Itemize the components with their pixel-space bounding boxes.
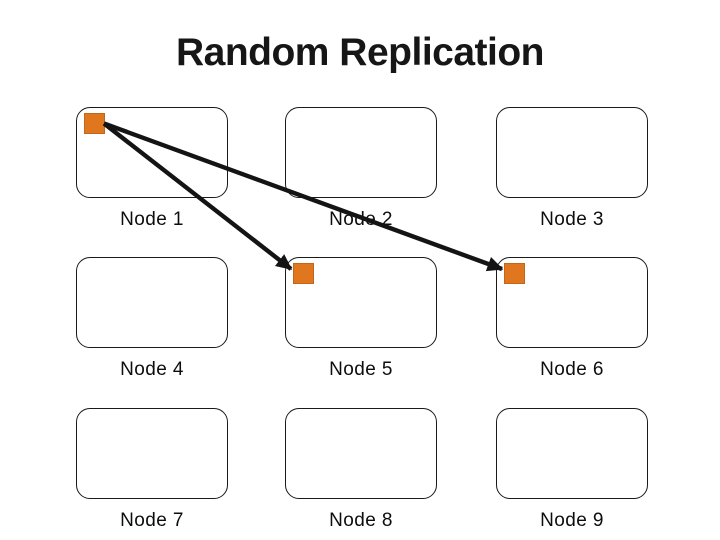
node-7-label: Node 7 (120, 510, 184, 531)
slide-title: Random Replication (175, 31, 545, 74)
node-5-box (285, 257, 437, 348)
node-4-label: Node 4 (120, 359, 184, 380)
node-1-box (76, 107, 228, 198)
node-6: Node 6 (496, 257, 648, 381)
replica-marker-icon (293, 263, 314, 284)
node-2-box (285, 107, 437, 198)
replica-marker-icon (84, 113, 105, 134)
node-1: Node 1 (76, 107, 228, 231)
node-5-label: Node 5 (329, 359, 393, 380)
node-6-label: Node 6 (540, 359, 604, 380)
node-7-box (76, 408, 228, 499)
node-8-label: Node 8 (329, 510, 393, 531)
node-3-label: Node 3 (540, 209, 604, 230)
replica-marker-icon (504, 263, 525, 284)
node-7: Node 7 (76, 408, 228, 532)
node-9-box (496, 408, 648, 499)
node-2-label: Node 2 (329, 209, 393, 230)
node-3-box (496, 107, 648, 198)
node-9: Node 9 (496, 408, 648, 532)
node-3: Node 3 (496, 107, 648, 231)
node-5: Node 5 (285, 257, 437, 381)
node-4-box (76, 257, 228, 348)
node-1-label: Node 1 (120, 209, 184, 230)
node-9-label: Node 9 (540, 510, 604, 531)
node-4: Node 4 (76, 257, 228, 381)
node-6-box (496, 257, 648, 348)
node-8-box (285, 408, 437, 499)
node-2: Node 2 (285, 107, 437, 231)
node-8: Node 8 (285, 408, 437, 532)
